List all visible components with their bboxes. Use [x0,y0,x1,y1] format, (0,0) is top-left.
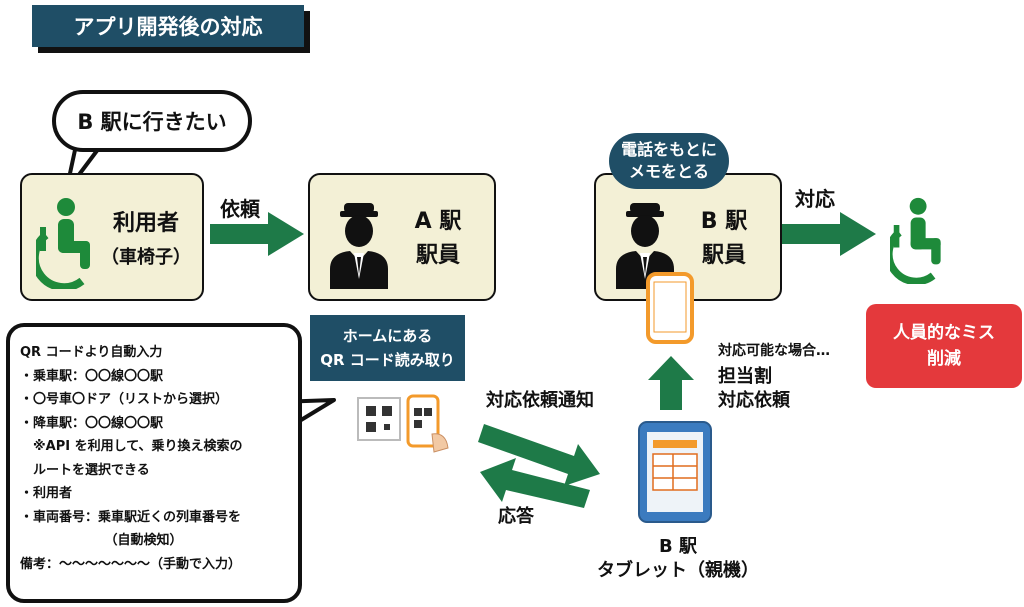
response-arrow [782,212,876,256]
station-a-label: A 駅 [414,209,462,234]
memo-line2: メモをとる [628,162,709,181]
user-label: 利用者 [112,211,179,236]
info-line: ルートを選択できる [20,462,150,478]
notify-reply-arrows [478,424,600,508]
info-line: ※API を利用して、乗り換え検索の [20,439,243,454]
wheelchair-user-icon [36,198,90,289]
memo-bubble: 電話をもとに メモをとる [609,133,729,189]
memo-line1: 電話をもとに [621,140,717,159]
result-line1: 人員的なミス [893,323,995,343]
tablet-station-label: B 駅 [659,536,697,557]
info-line: ・車両番号：乗車駅近くの列車番号を [20,509,242,525]
result-line2: 削減 [927,349,961,369]
station-a-staff-label: 駅員 [415,243,460,268]
assign-line3: 対応依頼 [718,390,790,411]
request-label: 依頼 [220,197,260,221]
notify-label: 対応依頼通知 [486,390,594,411]
info-line: 備考：〜〜〜〜〜〜〜（手動で入力） [20,556,242,572]
up-arrow [648,356,694,410]
wheelchair-user-icon [890,197,941,284]
assign-condition: 対応可能な場合… [718,343,830,359]
info-line: ・降車駅：〇〇線〇〇駅 [20,415,164,431]
smartphone-icon [646,272,694,344]
info-line: ・〇号車〇ドア（リストから選択） [20,392,229,407]
qr-scan-line1: ホームにある [342,327,433,345]
auto-input-info-box: QR コードより自動入力 ・乗車駅：〇〇線〇〇駅 ・〇号車〇ドア（リストから選択… [6,323,302,603]
station-staff-icon [330,203,388,289]
tablet-icon [638,421,712,523]
info-line: ・利用者 [20,486,73,501]
assign-line2: 担当割 [718,366,772,387]
request-arrow [210,212,304,256]
speech-bubble: B 駅に行きたい [52,90,252,152]
page-title: アプリ開発後の対応 [32,5,304,47]
user-sublabel: （車椅子） [101,247,191,268]
station-b-label: B 駅 [700,209,748,234]
info-line: QR コードより自動入力 [20,345,163,360]
tablet-label: タブレット（親機） [597,560,759,581]
info-line: （自動検知） [20,533,183,548]
result-box: 人員的なミス 削減 [866,304,1022,388]
user-box: 利用者 （車椅子） [20,173,204,301]
response-label: 対応 [795,187,835,211]
station-b-staff-label: 駅員 [701,243,746,268]
info-line: ・乗車駅：〇〇線〇〇駅 [20,368,164,384]
qr-scan-line2: QR コード読み取り [320,351,455,369]
reply-label: 応答 [498,506,534,527]
station-a-box: A 駅 駅員 [308,173,496,301]
qr-scan-label: ホームにある QR コード読み取り [310,315,465,381]
qr-scan-icon [357,394,449,453]
